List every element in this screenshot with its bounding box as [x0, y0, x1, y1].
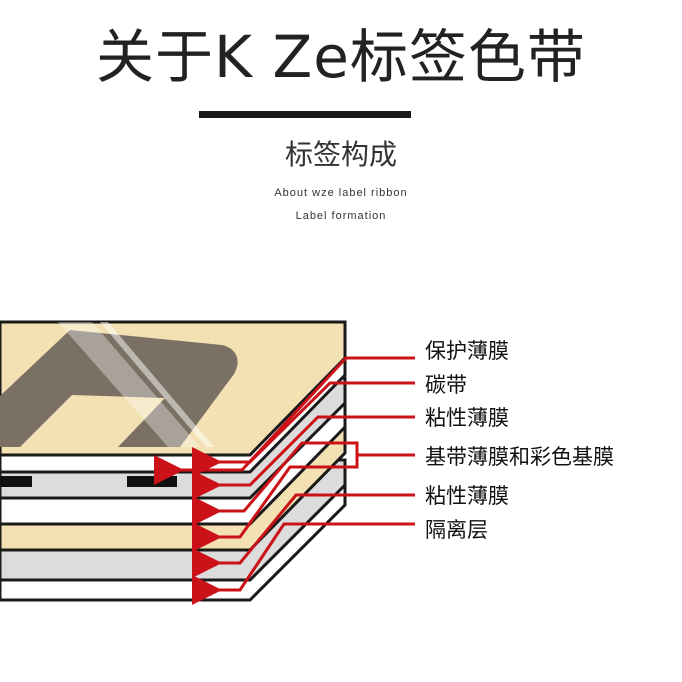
leader-lines — [154, 356, 415, 605]
leader-ribbon — [192, 381, 415, 477]
leader-base-film-a — [192, 441, 350, 526]
label-release-layer: 隔离层 — [425, 518, 488, 542]
layer-labels: 保护薄膜 碳带 粘性薄膜 基带薄膜和彩色基膜 粘性薄膜 隔离层 — [425, 339, 614, 542]
gloss-highlight-thin — [100, 322, 214, 447]
gloss-highlight — [58, 322, 200, 447]
english-caption-1: About wze label ribbon — [274, 187, 408, 199]
label-adhesive-film-upper: 粘性薄膜 — [425, 406, 509, 430]
title-underline — [199, 111, 411, 118]
layer-stack — [0, 320, 347, 602]
label-protective-film: 保护薄膜 — [425, 339, 509, 363]
leader-adhesive-upper — [192, 415, 415, 500]
page-subtitle: 标签构成 — [284, 138, 397, 171]
leader-base-film-b — [192, 465, 350, 552]
label-ribbon: 碳带 — [425, 373, 467, 397]
ink-mark-right — [127, 476, 177, 487]
ink-mark-left — [0, 476, 32, 487]
english-caption-2: Label formation — [295, 210, 387, 222]
bracket — [350, 441, 359, 469]
label-adhesive-film-lower: 粘性薄膜 — [425, 484, 509, 508]
leader-release — [192, 522, 415, 605]
label-base-film: 基带薄膜和彩色基膜 — [425, 445, 614, 469]
logo-graphic — [0, 330, 238, 447]
page-title: 关于K Ze标签色带 — [96, 23, 586, 91]
leader-adhesive-lower — [192, 493, 415, 578]
